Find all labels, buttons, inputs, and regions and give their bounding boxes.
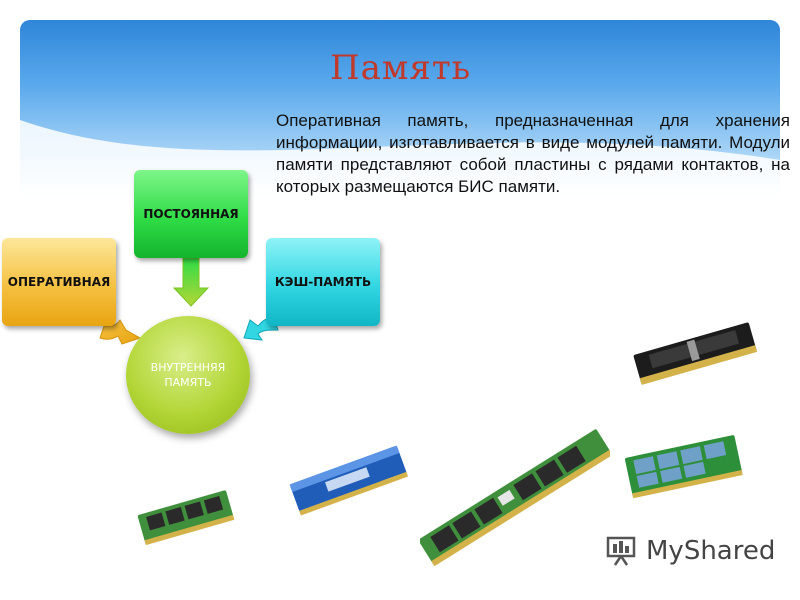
ram-module-green-sodimm	[137, 490, 235, 546]
slide-title: Память	[330, 48, 472, 88]
ram-module-black	[633, 322, 758, 385]
myshared-watermark: MyShared	[606, 536, 775, 566]
center-label: ВНУТРЕННЯЯ ПАМЯТЬ	[150, 361, 226, 389]
center-internal-memory: ВНУТРЕННЯЯ ПАМЯТЬ	[126, 316, 250, 434]
ram-module-blue-heatsink	[289, 445, 409, 516]
box-permanent-memory: ПОСТОЯННАЯ	[134, 170, 248, 258]
arrow-permanent	[172, 257, 210, 307]
box-cache-memory: КЭШ-ПАМЯТЬ	[266, 238, 380, 326]
ram-module-long-green	[420, 429, 610, 567]
slide-description: Оперативная память, предназначенная для …	[276, 111, 790, 196]
presentation-board-icon	[606, 536, 636, 566]
watermark-text: MyShared	[646, 536, 776, 566]
ram-module-green-small	[625, 435, 743, 499]
box-operative-memory: ОПЕРАТИВНАЯ	[2, 238, 116, 326]
